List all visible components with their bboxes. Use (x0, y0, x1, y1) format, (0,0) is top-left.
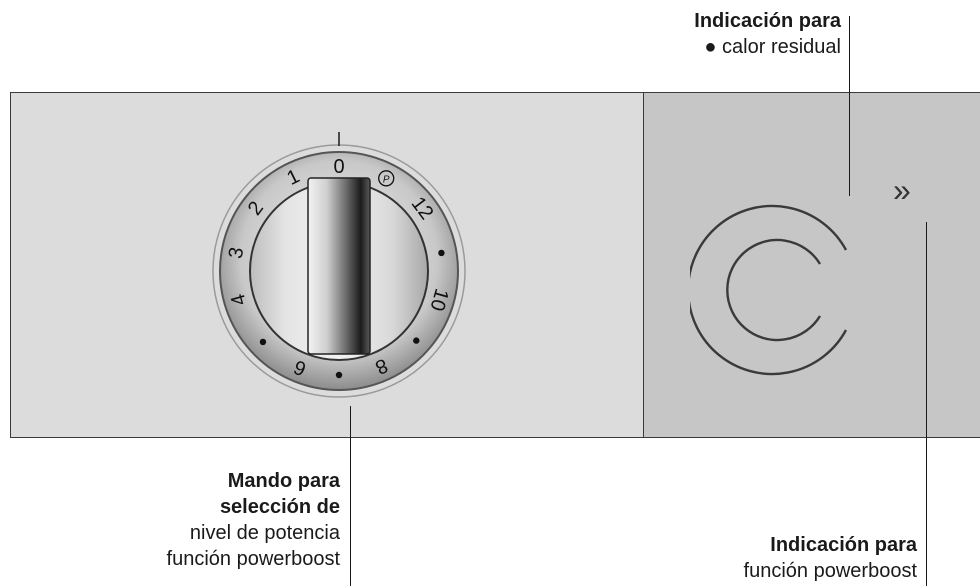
powerboost-chevrons-glyph: » (893, 172, 911, 208)
c-inner-arc (726, 238, 822, 342)
knob-label: Mando para selección de nivel de potenci… (80, 468, 340, 572)
c-outer-arc (690, 204, 848, 376)
residual-heat-label: Indicación para ● calor residual (601, 8, 841, 60)
residual-heat-desc: calor residual (722, 36, 841, 58)
dial-mark-powerboost-icon: P (378, 170, 395, 187)
knob-label-line3: nivel de potencia (189, 522, 340, 544)
knob-label-line4: función powerboost (166, 548, 340, 570)
powerboost-title: Indicación para (770, 534, 917, 556)
residual-heat-text: ● calor residual (601, 34, 841, 60)
dial-mark-dot-11 (438, 249, 445, 257)
dial-mark-dot-9 (413, 337, 420, 344)
powerboost-text: función powerboost (743, 560, 917, 582)
knob-grip[interactable] (307, 177, 371, 355)
leader-line-powerboost (926, 222, 927, 586)
knob-label-line2: selección de (219, 496, 340, 518)
leader-line-knob (350, 406, 351, 586)
dial-mark-dot-7 (335, 371, 343, 379)
residual-heat-title: Indicación para (694, 10, 841, 32)
dial-mark-3: 3 (225, 246, 249, 261)
svg-text:P: P (383, 174, 390, 185)
powerboost-label: Indicación para función powerboost (657, 532, 917, 584)
control-panel-right (644, 92, 980, 438)
residual-heat-indicator-icon (690, 204, 848, 376)
knob-label-line1: Mando para (227, 470, 340, 492)
dial-mark-dot-5 (259, 338, 267, 346)
leader-line-residual (849, 16, 850, 196)
residual-heat-bullet: ● (704, 36, 717, 58)
dial-mark-off: 0 (333, 156, 344, 178)
powerboost-indicator-icon: » (893, 170, 911, 210)
